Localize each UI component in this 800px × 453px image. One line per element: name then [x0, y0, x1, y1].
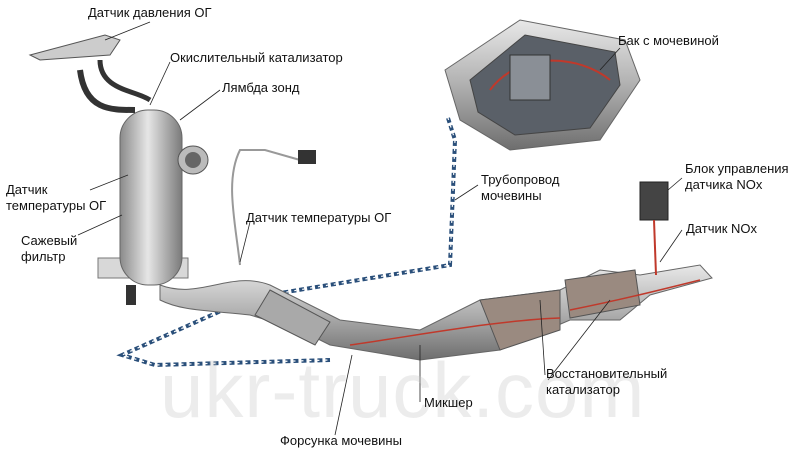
- label-line: мочевины: [481, 188, 542, 203]
- label-temp-sensor-mid: Датчик температуры ОГ: [246, 210, 392, 225]
- label-urea-injector: Форсунка мочевины: [280, 433, 402, 448]
- watermark: ukr-truck.com: [160, 346, 646, 434]
- label-line: Блок управления: [685, 161, 789, 176]
- label-line: катализатор: [546, 382, 620, 397]
- urea-tank: [444, 19, 641, 151]
- label-line: Восстановительный: [546, 366, 668, 381]
- label-soot-filter: Сажевый фильтр: [21, 233, 77, 265]
- label-nox-control-unit: Блок управления датчика NOx: [685, 161, 789, 193]
- label-oxidation-catalyst: Окислительный катализатор: [170, 50, 343, 65]
- label-nox-sensor: Датчик NOx: [686, 221, 758, 236]
- label-urea-tank: Бак с мочевиной: [618, 33, 719, 48]
- soot-filter: [97, 109, 209, 305]
- label-mixer: Микшер: [424, 395, 473, 410]
- label-reduction-catalyst: Восстановительный катализатор: [546, 366, 667, 398]
- nox-control-unit: [639, 181, 669, 221]
- label-line: Трубопровод: [481, 172, 560, 187]
- label-pressure-sensor: Датчик давления ОГ: [88, 5, 212, 20]
- label-urea-line: Трубопровод мочевины: [481, 172, 559, 204]
- label-temp-sensor-left: Датчик температуры ОГ: [6, 182, 106, 214]
- label-line: Датчик: [6, 182, 48, 197]
- label-line: Сажевый: [21, 233, 78, 248]
- label-line: температуры ОГ: [6, 198, 107, 213]
- label-line: датчика NOx: [685, 177, 763, 192]
- label-lambda-probe: Лямбда зонд: [222, 80, 300, 95]
- label-line: фильтр: [21, 249, 66, 264]
